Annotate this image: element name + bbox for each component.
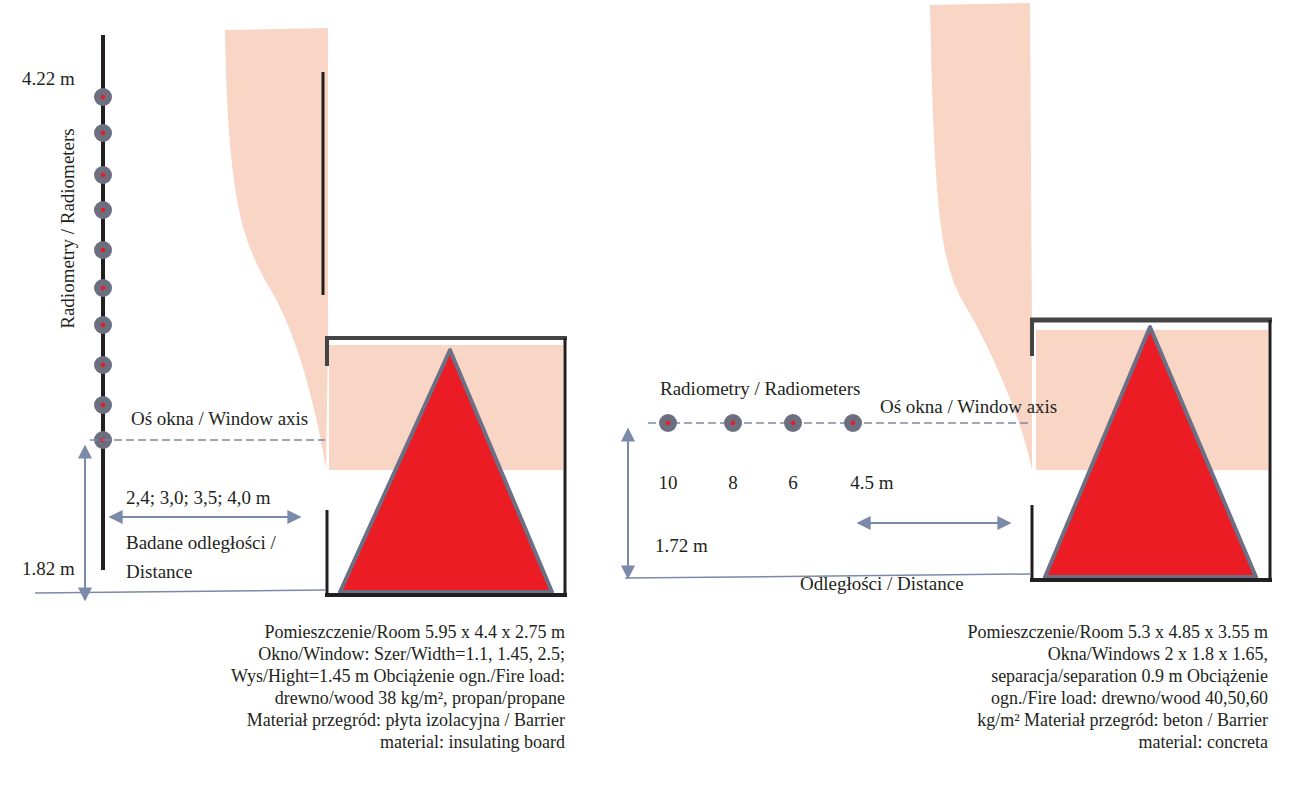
- radiometer-symbol: [94, 316, 112, 334]
- radiometer-symbol: [844, 414, 862, 432]
- radiometer-symbol: [659, 414, 677, 432]
- radiometer-symbol: [94, 88, 112, 106]
- height-dimension: [627, 429, 629, 578]
- caption-line: separacja/separation 0.9 m Obciążenie: [991, 667, 1268, 685]
- room-walls: [1030, 318, 1272, 582]
- radiometer-group: [659, 414, 862, 432]
- caption-line: Pomieszczenie/Room 5.95 x 4.4 x 2.75 m: [265, 623, 565, 641]
- axis-label: Oś okna / Window axis: [131, 409, 308, 428]
- radiometer-symbol: [94, 279, 112, 297]
- radiometer-symbol: [784, 414, 802, 432]
- caption-line: Okno/Window: Szer/Width=1.1, 1.45, 2.5;: [258, 645, 565, 663]
- distance-label: Odległości / Distance: [800, 574, 964, 593]
- radiometer-symbol: [94, 356, 112, 374]
- distance-value: 6: [788, 473, 798, 492]
- distance-dimension: [110, 516, 300, 518]
- distance-label: Badane odległości / Distance: [126, 529, 321, 586]
- caption-line: ogn./Fire load: drewno/wood 40,50,60: [991, 689, 1268, 707]
- height-label: 4.22 m: [22, 69, 75, 88]
- room-walls: [325, 336, 567, 597]
- ground-line: [35, 590, 325, 593]
- distance-value: 4.5 m: [850, 473, 893, 492]
- facade-wall: [322, 72, 325, 295]
- radiometer-mast: [101, 35, 105, 570]
- distance-dimension: [858, 522, 1010, 524]
- radiometer-symbol: [94, 166, 112, 184]
- dimension-label: 1.82 m: [22, 559, 75, 578]
- radiometer-symbol: [94, 241, 112, 259]
- caption-line: Materiał przegród: płyta izolacyjna / Ba…: [247, 711, 565, 729]
- radiometer-symbol: [94, 201, 112, 219]
- sensor-label: Radiometry / Radiometers: [660, 379, 861, 398]
- fire-source: [340, 350, 552, 592]
- caption-line: Wys/Hight=1.45 m Obciążenie ogn./Fire lo…: [231, 667, 565, 685]
- caption-line: Okna/Windows 2 x 1.8 x 1.65,: [1048, 645, 1268, 663]
- caption-line: material: insulating board: [380, 733, 565, 751]
- dimension-label: 1.72 m: [655, 536, 708, 555]
- window-axis-line: [90, 439, 325, 441]
- radiometer-symbol: [94, 396, 112, 414]
- distance-value: 8: [728, 473, 738, 492]
- axis-label: Oś okna / Window axis: [880, 397, 1057, 416]
- fire-plume: [225, 28, 328, 468]
- caption-line: kg/m² Materiał przegród: beton / Barrier: [977, 711, 1268, 729]
- window-axis-line: [648, 422, 1030, 424]
- radiometer-symbol: [724, 414, 742, 432]
- caption-line: material: concreta: [1139, 733, 1268, 751]
- fire-source: [1045, 327, 1256, 577]
- caption-line: Pomieszczenie/Room 5.3 x 4.85 x 3.55 m: [968, 623, 1268, 641]
- caption-line: drewno/wood 38 kg/m², propan/propane: [275, 689, 565, 707]
- distance-value: 10: [659, 473, 678, 492]
- radiometer-group: [94, 88, 112, 449]
- dimension-label: 2,4; 3,0; 3,5; 4,0 m: [126, 488, 271, 507]
- sensor-label: Radiometry / Radiometers: [58, 128, 77, 329]
- radiometer-symbol: [94, 124, 112, 142]
- height-dimension: [84, 446, 86, 600]
